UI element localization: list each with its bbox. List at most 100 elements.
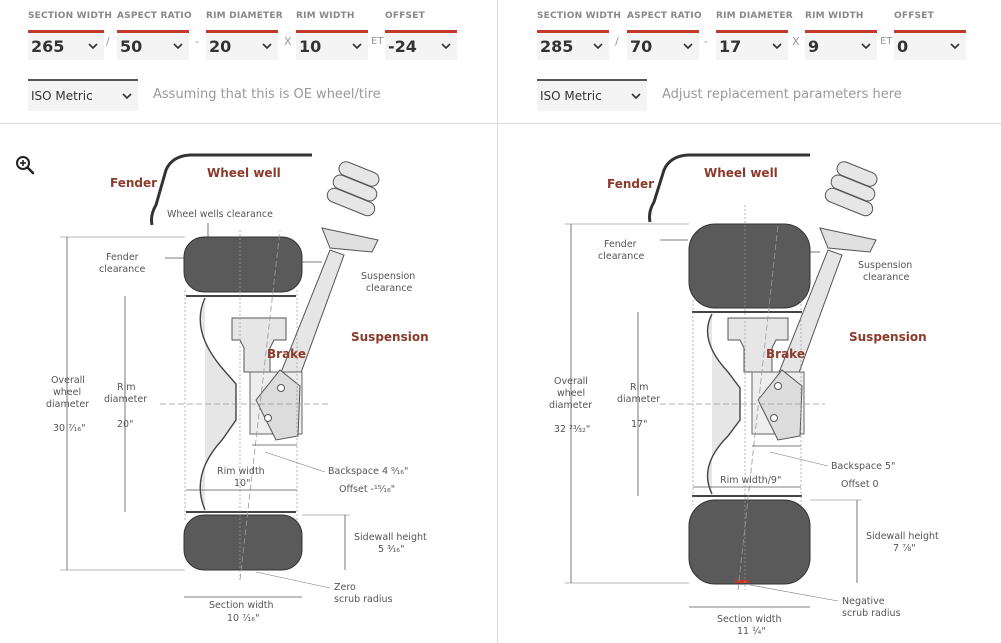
aspect-ratio-select[interactable]: 50 — [117, 30, 189, 60]
rim-width-value: 10" — [234, 478, 250, 489]
offset-value: -24 — [388, 37, 417, 56]
overall-label-3: diameter — [46, 399, 89, 410]
rim-width-label: RIM WIDTH — [296, 11, 355, 21]
rim-diameter-field: RIM DIAMETER 20 — [206, 11, 283, 60]
et-separator: ET — [880, 36, 893, 47]
suspension-clearance-label-2: clearance — [366, 283, 413, 294]
x-separator: X — [792, 35, 800, 48]
units-select[interactable]: ISO Metric — [28, 79, 138, 111]
section-width-label: Section width — [209, 600, 274, 611]
offset-value: 0 — [897, 37, 909, 56]
tire-bottom-section — [688, 499, 811, 585]
section-width-value: 285 — [540, 37, 574, 56]
fender-label: Fender — [607, 177, 654, 191]
hint-text: Assuming that this is OE wheel/tire — [153, 87, 381, 102]
rim-diameter-label-2: diameter — [617, 394, 660, 405]
suspension-clearance-label-2: clearance — [863, 272, 910, 283]
chevron-down-icon — [683, 43, 693, 50]
rim-diameter-value: 20" — [117, 419, 133, 430]
rim-width-select[interactable]: 9 — [805, 30, 877, 60]
overall-label-3: diameter — [549, 400, 592, 411]
overall-label-1: Overall — [554, 376, 588, 387]
section-width-label: SECTION WIDTH — [28, 11, 113, 21]
rim-diameter-value: 17 — [719, 37, 742, 56]
rim-diameter-select[interactable]: 17 — [716, 30, 788, 60]
fender-label: Fender — [110, 176, 157, 190]
chevron-down-icon — [593, 43, 603, 50]
scrub-radius-marker — [735, 580, 749, 583]
overall-diameter-value: 32 ²³⁄₃₂" — [554, 424, 590, 435]
suspension-label: Suspension — [849, 330, 927, 344]
rim-diameter-label: RIM DIAMETER — [206, 11, 283, 21]
et-separator: ET — [371, 36, 384, 47]
tire-bottom-section — [183, 514, 303, 571]
rim-width-label: Rim width — [217, 466, 265, 477]
chevron-down-icon — [122, 93, 132, 100]
chevron-down-icon — [441, 43, 451, 50]
backspace-label: Backspace 4 ⁹⁄₁₆" — [328, 466, 408, 477]
offset-label: Offset -¹⁵⁄₁₆" — [339, 484, 395, 495]
suspension-label: Suspension — [351, 330, 429, 344]
original-params: SECTION WIDTH 265 / ASPECT RATIO 50 - RI… — [0, 0, 497, 62]
rim-diameter-label-1: Rim — [117, 382, 136, 393]
offset-select[interactable]: 0 — [894, 30, 966, 60]
replacement-wheel-diagram: Fender Wheel well Brake Suspension — [549, 153, 939, 637]
fender-clearance-label-1: Fender — [106, 252, 139, 263]
section-width-value: 11 ¼" — [737, 626, 766, 637]
rim-diameter-field: RIM DIAMETER 17 — [716, 11, 793, 60]
aspect-ratio-field: ASPECT RATIO 70 — [627, 11, 702, 60]
units-value: ISO Metric — [540, 89, 602, 103]
fender-clearance-label-1: Fender — [604, 239, 637, 250]
tire-top-section — [688, 223, 811, 309]
rim-width-field: RIM WIDTH 9 — [805, 11, 877, 60]
scrub-radius-label-1: Zero — [334, 582, 356, 593]
slash-separator: / — [615, 35, 619, 48]
fender-clearance-label-2: clearance — [99, 264, 146, 275]
offset-label: Offset 0 — [841, 479, 879, 490]
aspect-ratio-select[interactable]: 70 — [627, 30, 699, 60]
aspect-ratio-label: ASPECT RATIO — [117, 11, 192, 21]
overall-label-2: wheel — [53, 387, 81, 398]
units-select[interactable]: ISO Metric — [537, 79, 647, 111]
section-width-select[interactable]: 285 — [537, 30, 609, 60]
scrub-radius-label-2: scrub radius — [842, 608, 901, 619]
chevron-down-icon — [352, 43, 362, 50]
rim-width-value: 9 — [808, 37, 820, 56]
units-value: ISO Metric — [31, 89, 93, 103]
section-width-field: SECTION WIDTH 285 — [537, 11, 622, 60]
section-width-select[interactable]: 265 — [28, 30, 104, 60]
rim-width-value: 10 — [299, 37, 322, 56]
dash-separator: - — [195, 35, 199, 48]
sidewall-height-value: 7 ⅞" — [893, 543, 916, 554]
suspension-clearance-label-1: Suspension — [361, 271, 415, 282]
rim-diameter-label-1: Rim — [630, 382, 649, 393]
suspension-clearance-label-1: Suspension — [858, 260, 912, 271]
overall-label-1: Overall — [51, 375, 85, 386]
overall-label-2: wheel — [557, 388, 585, 399]
aspect-ratio-field: ASPECT RATIO 50 — [117, 11, 192, 60]
replacement-tire-panel: SECTION WIDTH 285 / ASPECT RATIO 70 - RI… — [499, 0, 1001, 643]
rim-diameter-value: 20 — [209, 37, 232, 56]
section-width-field: SECTION WIDTH 265 — [28, 11, 113, 60]
original-wheel-diagram: Fender Wheel well Wheel wells clearance … — [46, 153, 429, 624]
section-width-value: 10 ⁷⁄₁₆" — [227, 613, 260, 624]
hint-text: Adjust replacement parameters here — [662, 87, 902, 102]
rim-diameter-label: RIM DIAMETER — [716, 11, 793, 21]
zoom-in-icon[interactable] — [15, 155, 35, 175]
offset-select[interactable]: -24 — [385, 30, 457, 60]
rim-width-field: RIM WIDTH 10 — [296, 11, 368, 60]
rim-width-label: RIM WIDTH — [805, 11, 864, 21]
brake-label: Brake — [267, 347, 306, 361]
chevron-down-icon — [631, 93, 641, 100]
rim-diameter-select[interactable]: 20 — [206, 30, 278, 60]
offset-field: OFFSET 0 — [894, 11, 966, 60]
scrub-radius-label-1: Negative — [842, 596, 885, 607]
rim-width-select[interactable]: 10 — [296, 30, 368, 60]
chevron-down-icon — [861, 43, 871, 50]
section-width-label: SECTION WIDTH — [537, 11, 622, 21]
aspect-ratio-label: ASPECT RATIO — [627, 11, 702, 21]
panel-divider — [497, 0, 498, 643]
section-width-label: Section width — [717, 614, 782, 625]
aspect-ratio-value: 50 — [120, 37, 143, 56]
backspace-label: Backspace 5" — [831, 461, 895, 472]
